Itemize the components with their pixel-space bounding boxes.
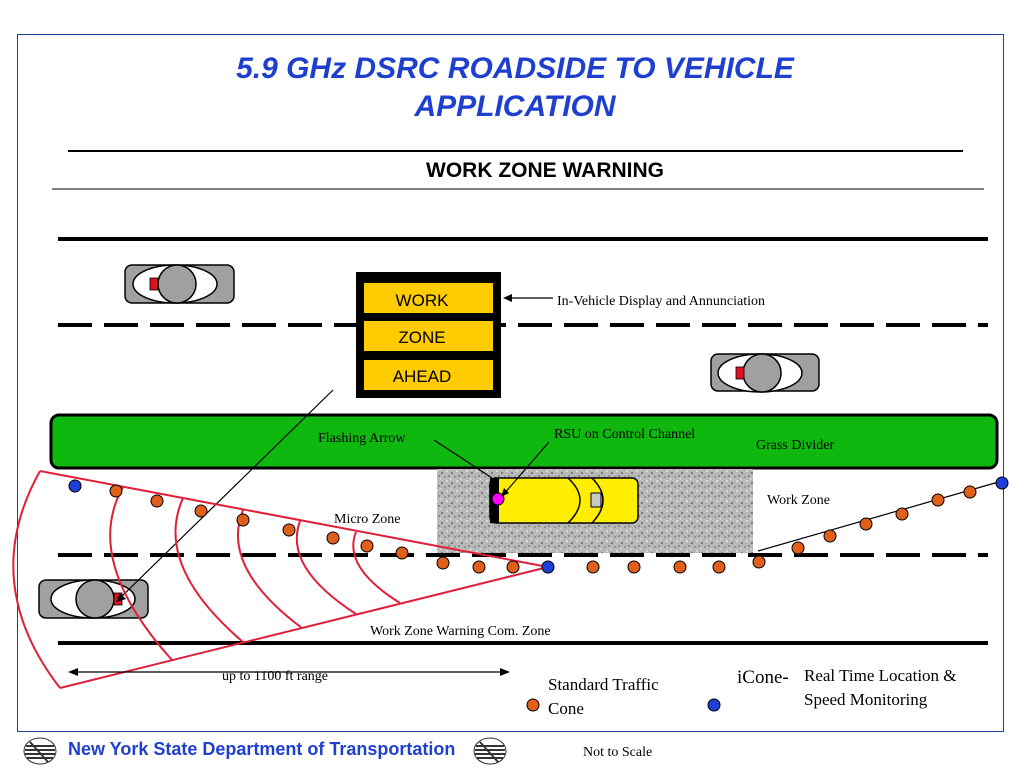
com-zone-arc-1 [109, 486, 173, 661]
traffic-cone [791, 541, 805, 555]
sign-to-car-line [117, 389, 334, 601]
range-label: up to 1100 ft range [222, 669, 328, 684]
com-zone-lower-boundary [59, 566, 549, 689]
traffic-cone [963, 485, 977, 499]
traffic-cone [895, 507, 909, 521]
slide-frame [17, 34, 1004, 732]
traffic-cone [673, 560, 687, 574]
traffic-cone [150, 494, 164, 508]
in-vehicle-display-label: In-Vehicle Display and Annunciation [557, 294, 765, 309]
traffic-cone [712, 560, 726, 574]
page-title: 5.9 GHz DSRC ROADSIDE TO VEHICLE APPLICA… [236, 52, 794, 123]
com-zone-range [12, 470, 549, 689]
traffic-cone [194, 504, 208, 518]
com-zone-arc-4 [295, 520, 357, 615]
traffic-cone [326, 531, 340, 545]
traffic-cone [823, 529, 837, 543]
traffic-cone [282, 523, 296, 537]
icone [995, 476, 1009, 490]
traffic-cone [236, 513, 250, 527]
nysdot-logo-icon [473, 737, 507, 765]
legend-icone-icon [707, 698, 721, 712]
car-upper-right [710, 353, 820, 393]
traffic-cone [859, 517, 873, 531]
scale-note: Not to Scale [583, 745, 653, 760]
rsu-callout [502, 441, 550, 496]
legend-standard-cone-icon [526, 698, 540, 712]
traffic-cone [627, 560, 641, 574]
grass-divider [49, 413, 999, 470]
range-arrow-left-head [68, 668, 78, 676]
com-zone-label: Work Zone Warning Com. Zone [370, 624, 551, 639]
car-approaching [38, 579, 149, 619]
display-callout-arrowhead [503, 294, 512, 302]
icone [68, 479, 82, 493]
rsu-icon [491, 492, 505, 506]
traffic-cone [586, 560, 600, 574]
sign-line-ahead: AHEAD [393, 367, 452, 386]
grass-divider-label: Grass Divider [756, 438, 834, 453]
rsu-label: RSU on Control Channel [554, 427, 695, 442]
sign-line-work: WORK [396, 291, 450, 310]
footer-organization: New York State Department of Transportat… [68, 739, 456, 759]
micro-zone-label: Micro Zone [334, 512, 400, 527]
legend-icone-prefix: iCone- [737, 667, 789, 688]
com-zone-outer-arc [12, 470, 61, 689]
legend-icone-description: Real Time Location & Speed Monitoring [804, 666, 961, 709]
traffic-cone [931, 493, 945, 507]
nysdot-logo-icon [23, 737, 57, 765]
traffic-cone [752, 555, 766, 569]
traffic-cone [506, 560, 520, 574]
traffic-cone [436, 556, 450, 570]
flashing-arrow-callout [433, 439, 493, 479]
work-zone-label: Work Zone [767, 493, 830, 508]
sign-line-zone: ZONE [398, 328, 445, 347]
traffic-cone [472, 560, 486, 574]
car-upper-left [124, 264, 235, 304]
com-zone-arc-2 [174, 497, 244, 643]
in-vehicle-sign: WORK ZONE AHEAD [356, 272, 501, 398]
taper-line [757, 480, 1003, 552]
flashing-arrow-label: Flashing Arrow [318, 431, 406, 446]
cone-layer [68, 476, 1009, 574]
traffic-cone [360, 539, 374, 553]
icone [541, 560, 555, 574]
traffic-cone [109, 484, 123, 498]
sign-to-car-arrowhead [116, 593, 126, 602]
legend-standard-cone: Standard Traffic Cone [548, 675, 663, 718]
com-zone-arc-5 [352, 531, 401, 604]
com-zone-upper-boundary [39, 470, 549, 568]
rsu-callout-arrowhead [501, 488, 509, 497]
diagram-subtitle: WORK ZONE WARNING [426, 159, 664, 182]
range-arrow-right-head [500, 668, 510, 676]
traffic-cone [395, 546, 409, 560]
